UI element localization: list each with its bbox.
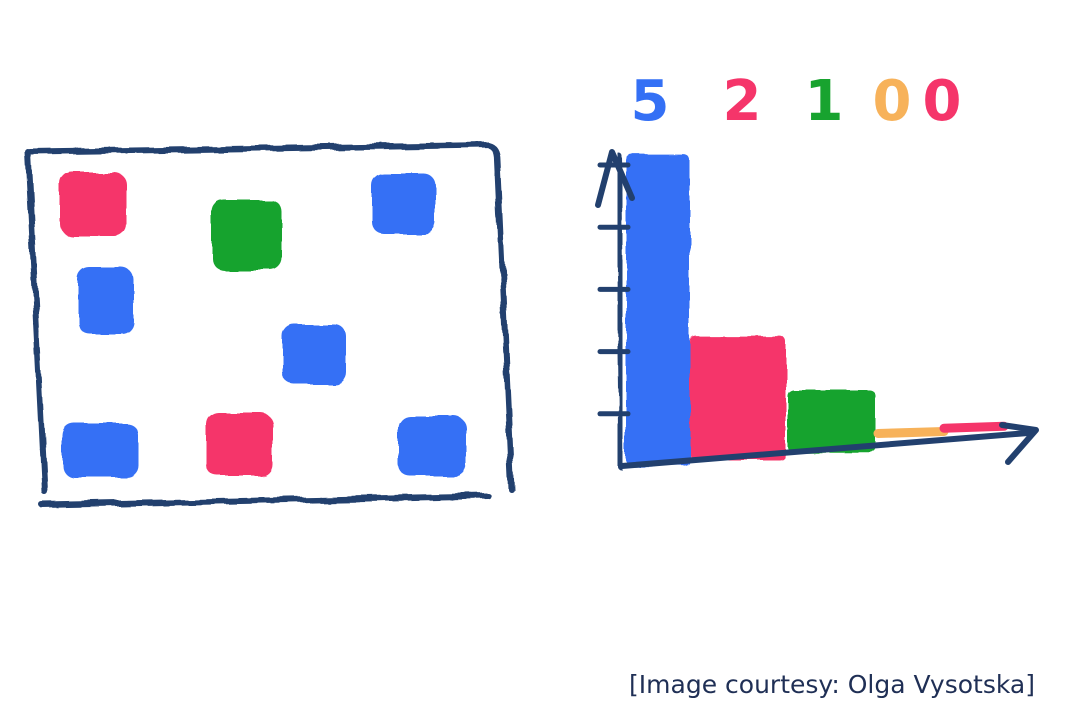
count-label-1: 5 [631, 69, 670, 134]
grid-square-red [206, 412, 272, 476]
grid-square-blue [78, 268, 134, 334]
x-axis [619, 430, 1031, 469]
grid-square-red [60, 172, 126, 236]
grid-square-blue [398, 416, 466, 476]
count-label-4: 0 [873, 69, 912, 134]
count-label-2: 2 [723, 69, 762, 134]
histogram-bars [626, 154, 1009, 466]
bar-5 [939, 421, 1009, 433]
count-label-3: 1 [805, 69, 844, 134]
x-axis-arrow [999, 422, 1039, 465]
bar-1 [626, 154, 690, 466]
y-axis-arrow [595, 149, 635, 208]
bar-4 [873, 427, 949, 439]
grid-square-blue [282, 324, 346, 384]
bar-2 [690, 336, 786, 461]
image-credit: [Image courtesy: Olga Vysotska] [629, 670, 1035, 699]
bar-3 [788, 390, 876, 453]
grid-squares [60, 172, 466, 477]
grid-square-blue [62, 423, 138, 477]
y-axis [615, 152, 625, 471]
count-label-5: 0 [923, 69, 962, 134]
histogram-axes [595, 149, 1039, 471]
grid-square-green [212, 200, 282, 270]
grid-frame [25, 141, 515, 508]
y-axis-ticks [597, 162, 631, 417]
grid-square-blue [372, 174, 436, 234]
